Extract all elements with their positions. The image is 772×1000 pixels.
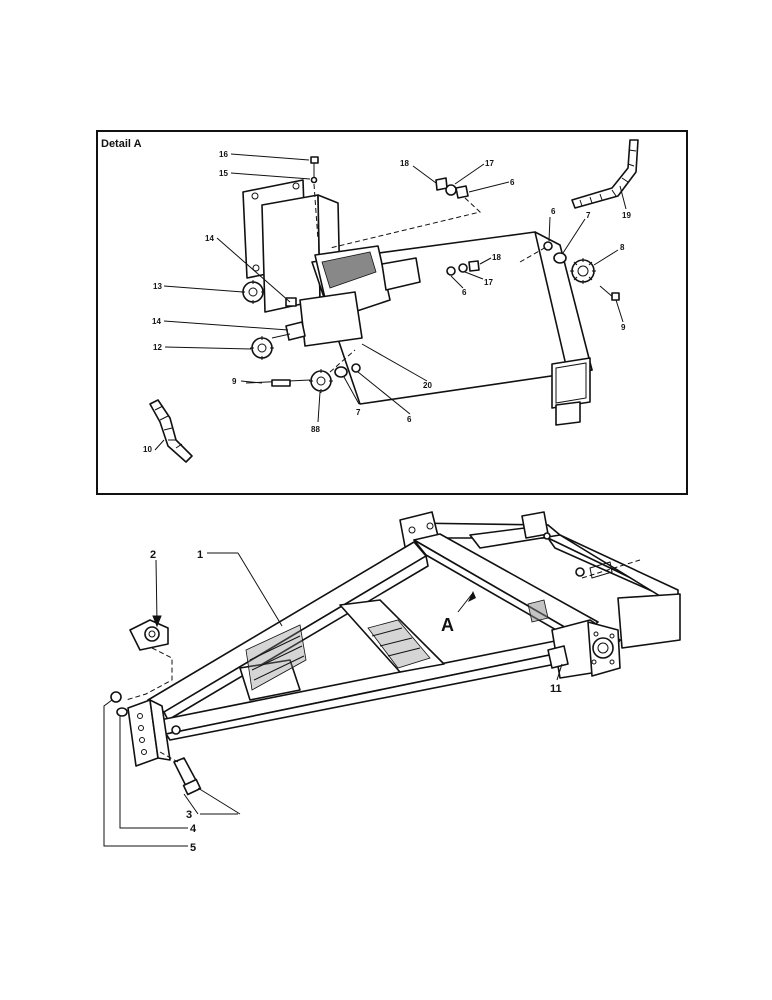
callout-3: 3 bbox=[186, 809, 192, 821]
callout-17-mid: 17 bbox=[484, 278, 493, 287]
hub-plate bbox=[547, 619, 621, 679]
callout-7-lower: 7 bbox=[356, 408, 361, 417]
sprocket-8 bbox=[519, 241, 620, 301]
main-callouts: 2 1 11 3 4 5 A bbox=[150, 549, 562, 854]
callout-6-mid: 6 bbox=[462, 288, 467, 297]
bolt-16 bbox=[310, 156, 319, 241]
detail-a-panel: Detail A bbox=[96, 130, 688, 495]
upper-hardware bbox=[329, 177, 482, 249]
callout-5: 5 bbox=[190, 842, 196, 854]
callout-7-right: 7 bbox=[586, 211, 591, 220]
callout-8: 8 bbox=[620, 243, 625, 252]
callout-6-right: 6 bbox=[551, 207, 556, 216]
detail-callouts: 16 15 18 17 6 19 14 6 7 8 18 6 17 13 14 … bbox=[143, 150, 631, 454]
chain-10 bbox=[149, 399, 193, 463]
callout-13: 13 bbox=[153, 282, 162, 291]
tread-plate-left bbox=[245, 624, 307, 691]
callout-9-left: 9 bbox=[232, 377, 237, 386]
detail-a-title: Detail A bbox=[101, 138, 142, 150]
callout-88: 88 bbox=[311, 425, 320, 434]
rear-beam-hardware bbox=[543, 532, 641, 579]
callout-9-right: 9 bbox=[621, 323, 626, 332]
nut-washer-parts bbox=[110, 691, 128, 717]
main-leaders bbox=[103, 552, 563, 847]
callout-1: 1 bbox=[197, 549, 203, 561]
callout-4: 4 bbox=[190, 823, 197, 835]
callout-2: 2 bbox=[150, 549, 156, 561]
mid-hardware bbox=[446, 260, 480, 276]
callout-17-upper: 17 bbox=[485, 159, 494, 168]
sprocket-12 bbox=[250, 321, 306, 360]
rear-cross-member bbox=[409, 522, 681, 649]
callout-11: 11 bbox=[550, 683, 562, 695]
view-a-marker: A bbox=[441, 615, 454, 635]
front-hitch-plate bbox=[127, 699, 181, 767]
callout-10: 10 bbox=[143, 445, 152, 454]
beam-weld-block bbox=[527, 599, 549, 623]
callout-18-mid: 18 bbox=[492, 253, 501, 262]
view-a-arrow bbox=[457, 591, 476, 613]
callout-16: 16 bbox=[219, 150, 228, 159]
tread-plate-right bbox=[367, 619, 431, 669]
bolt-3 bbox=[159, 751, 202, 796]
callout-6-lower: 6 bbox=[407, 415, 412, 424]
right-arm bbox=[159, 639, 567, 741]
a-frame-assembly: 2 1 11 3 4 5 A bbox=[103, 511, 681, 854]
hitch-ring bbox=[125, 619, 173, 701]
callout-6-upper: 6 bbox=[510, 178, 515, 187]
callout-14-upper: 14 bbox=[205, 234, 214, 243]
callout-15: 15 bbox=[219, 169, 228, 178]
detail-leaders bbox=[154, 153, 627, 451]
callout-19: 19 bbox=[622, 211, 631, 220]
callout-12: 12 bbox=[153, 343, 162, 352]
callout-14-lower: 14 bbox=[152, 317, 161, 326]
callout-20: 20 bbox=[423, 381, 432, 390]
clamp-bracket bbox=[299, 245, 421, 347]
callout-18-upper: 18 bbox=[400, 159, 409, 168]
